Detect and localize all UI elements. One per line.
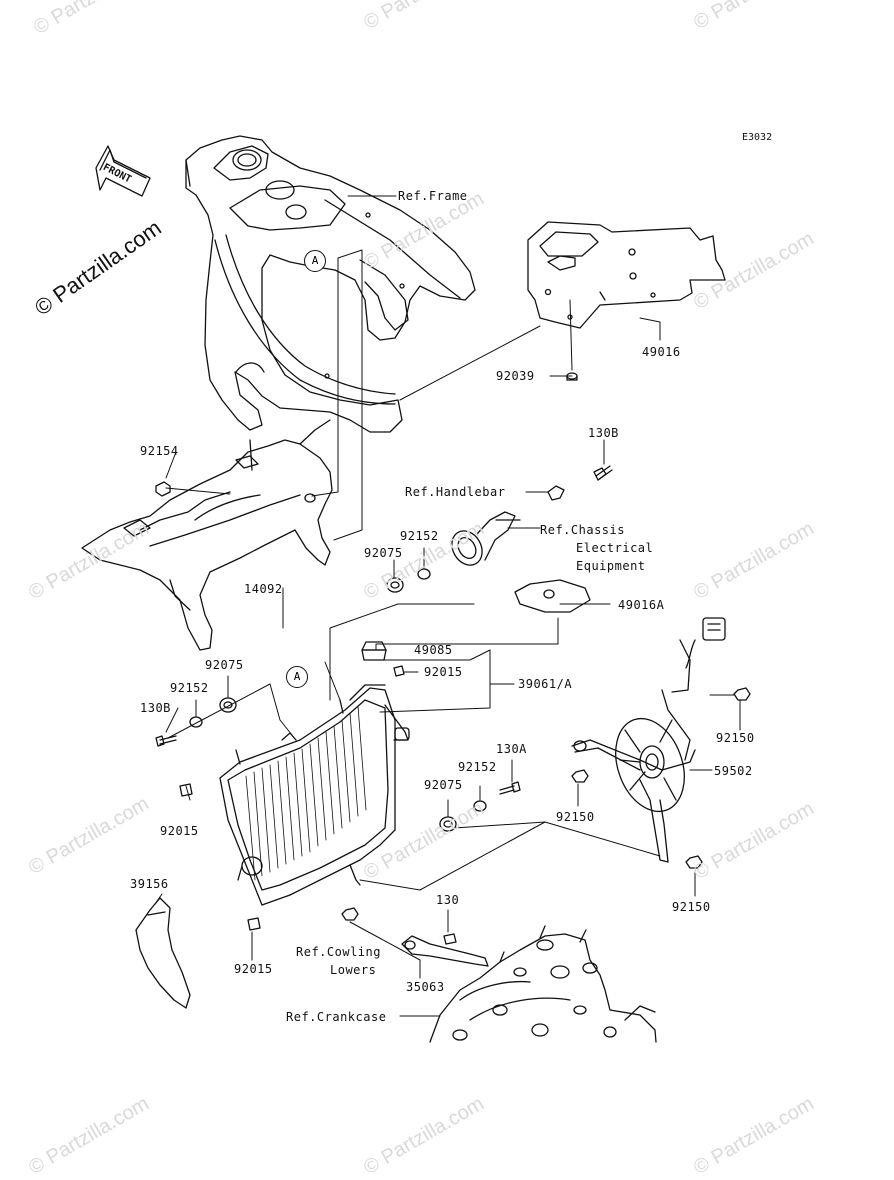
label-130[interactable]: 130 <box>436 893 460 907</box>
label-92154[interactable]: 92154 <box>140 444 179 458</box>
nut-92150-right-drawing <box>733 687 751 701</box>
label-92015-top[interactable]: 92015 <box>424 665 463 679</box>
label-14092[interactable]: 14092 <box>244 582 283 596</box>
radiator-drawing <box>219 684 410 906</box>
label-ref-handlebar[interactable]: Ref.Handlebar <box>405 485 506 499</box>
label-130b-top[interactable]: 130B <box>588 426 619 440</box>
label-92015-bottom[interactable]: 92015 <box>234 962 273 976</box>
label-ref-cowling-1[interactable]: Ref.Cowling <box>296 945 381 959</box>
circle-ref-a-bottom: A <box>286 666 308 688</box>
label-ref-cowling-2: Lowers <box>330 963 377 977</box>
label-92150-bottom[interactable]: 92150 <box>672 900 711 914</box>
cowling-fastener-drawing <box>341 907 359 921</box>
label-92152-left[interactable]: 92152 <box>170 681 209 695</box>
label-92152-top[interactable]: 92152 <box>400 529 439 543</box>
bracket-35063-drawing <box>401 935 489 967</box>
label-49016[interactable]: 49016 <box>642 345 681 359</box>
leader-lines <box>154 195 741 1017</box>
panel-39156-drawing <box>135 897 191 1009</box>
crankcase-drawing <box>429 925 657 1043</box>
label-92075-left[interactable]: 92075 <box>205 658 244 672</box>
label-49016a[interactable]: 49016A <box>618 598 665 612</box>
bolt-130a-drawing <box>499 781 521 795</box>
label-130b-left[interactable]: 130B <box>140 701 171 715</box>
diagram-code: E3032 <box>742 132 773 143</box>
label-92039[interactable]: 92039 <box>496 369 535 383</box>
label-92150-right[interactable]: 92150 <box>716 731 755 745</box>
part-92152-left-drawing <box>189 716 203 728</box>
plate-49016-drawing <box>527 221 726 329</box>
label-ref-chassis-2: Electrical <box>576 541 654 555</box>
label-39156[interactable]: 39156 <box>130 877 169 891</box>
cowl-14092-drawing <box>81 419 333 651</box>
clip-92015-left-drawing <box>179 783 193 797</box>
label-ref-chassis-1[interactable]: Ref.Chassis <box>540 523 625 537</box>
nut-92150-bottom-drawing <box>685 855 703 869</box>
cap-49085-drawing <box>361 641 387 661</box>
bolt-130b-left-drawing <box>155 735 177 747</box>
part-92075-mid-drawing <box>439 816 457 832</box>
clip-92015-top-drawing <box>393 665 405 677</box>
label-92075-mid[interactable]: 92075 <box>424 778 463 792</box>
label-35063[interactable]: 35063 <box>406 980 445 994</box>
fan-59502-drawing <box>571 617 726 863</box>
pad-49016a-drawing <box>514 579 591 613</box>
part-92152-mid-drawing <box>473 800 487 812</box>
part-92075-left-drawing <box>219 697 237 713</box>
bolt-130-drawing <box>443 933 457 945</box>
label-92152-mid[interactable]: 92152 <box>458 760 497 774</box>
label-130a[interactable]: 130A <box>496 742 527 756</box>
horn-drawing <box>451 511 521 566</box>
part-92152-top-drawing <box>417 568 431 580</box>
label-ref-frame[interactable]: Ref.Frame <box>398 189 468 203</box>
label-39061a[interactable]: 39061/A <box>518 677 573 691</box>
label-49085[interactable]: 49085 <box>414 643 453 657</box>
label-ref-chassis-3: Equipment <box>576 559 646 573</box>
circle-ref-a-top: A <box>304 250 326 272</box>
label-92075-top[interactable]: 92075 <box>364 546 403 560</box>
clip-92015-bottom-drawing <box>247 917 261 931</box>
label-59502[interactable]: 59502 <box>714 764 753 778</box>
part-92075-top-drawing <box>386 577 404 593</box>
frame-drawing <box>185 135 476 433</box>
handlebar-clip-drawing <box>547 485 565 501</box>
front-arrow-icon <box>95 145 151 197</box>
part-92154-drawing <box>155 481 171 497</box>
nut-92150-mid-drawing <box>571 769 589 783</box>
label-92015-left[interactable]: 92015 <box>160 824 199 838</box>
bolt-130b-top-drawing <box>593 465 613 481</box>
label-92150-mid[interactable]: 92150 <box>556 810 595 824</box>
label-ref-crankcase[interactable]: Ref.Crankcase <box>286 1010 387 1024</box>
